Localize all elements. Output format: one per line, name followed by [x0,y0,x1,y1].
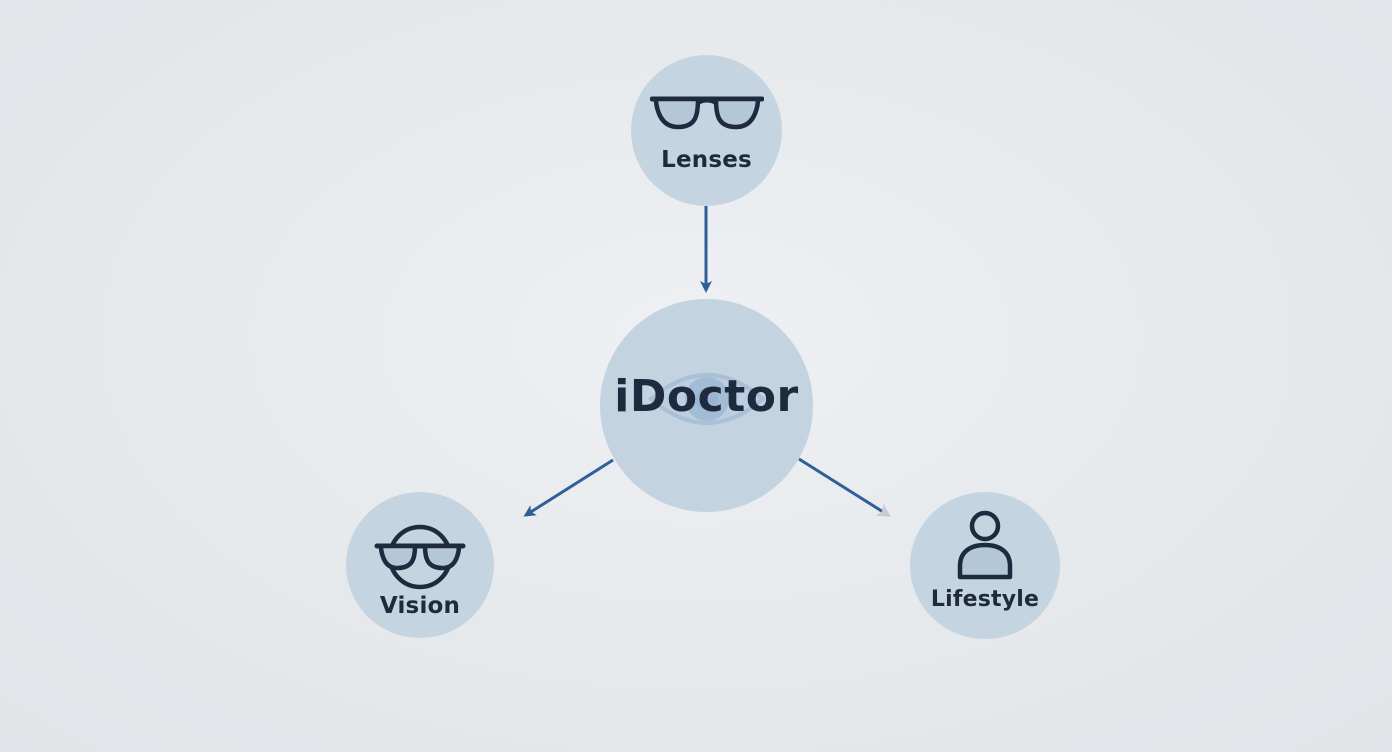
node-label-lifestyle: Lifestyle [930,587,1040,612]
node-label-vision: Vision [379,593,461,619]
node-label-lenses: Lenses [661,147,752,173]
center-title: iDoctor [614,371,799,422]
arrow-center-to-vision [523,458,614,517]
node-lifestyle[interactable]: Lifestyle [910,492,1060,639]
glasses-icon [650,96,764,130]
node-vision[interactable]: Vision [346,492,494,638]
arrow-center-to-lifestyle [798,457,892,518]
person-icon [957,510,1013,580]
face-with-glasses-icon [374,524,466,590]
node-center[interactable]: iDoctor [600,299,813,512]
node-lenses[interactable]: Lenses [631,55,782,206]
eye-icon [647,373,767,425]
